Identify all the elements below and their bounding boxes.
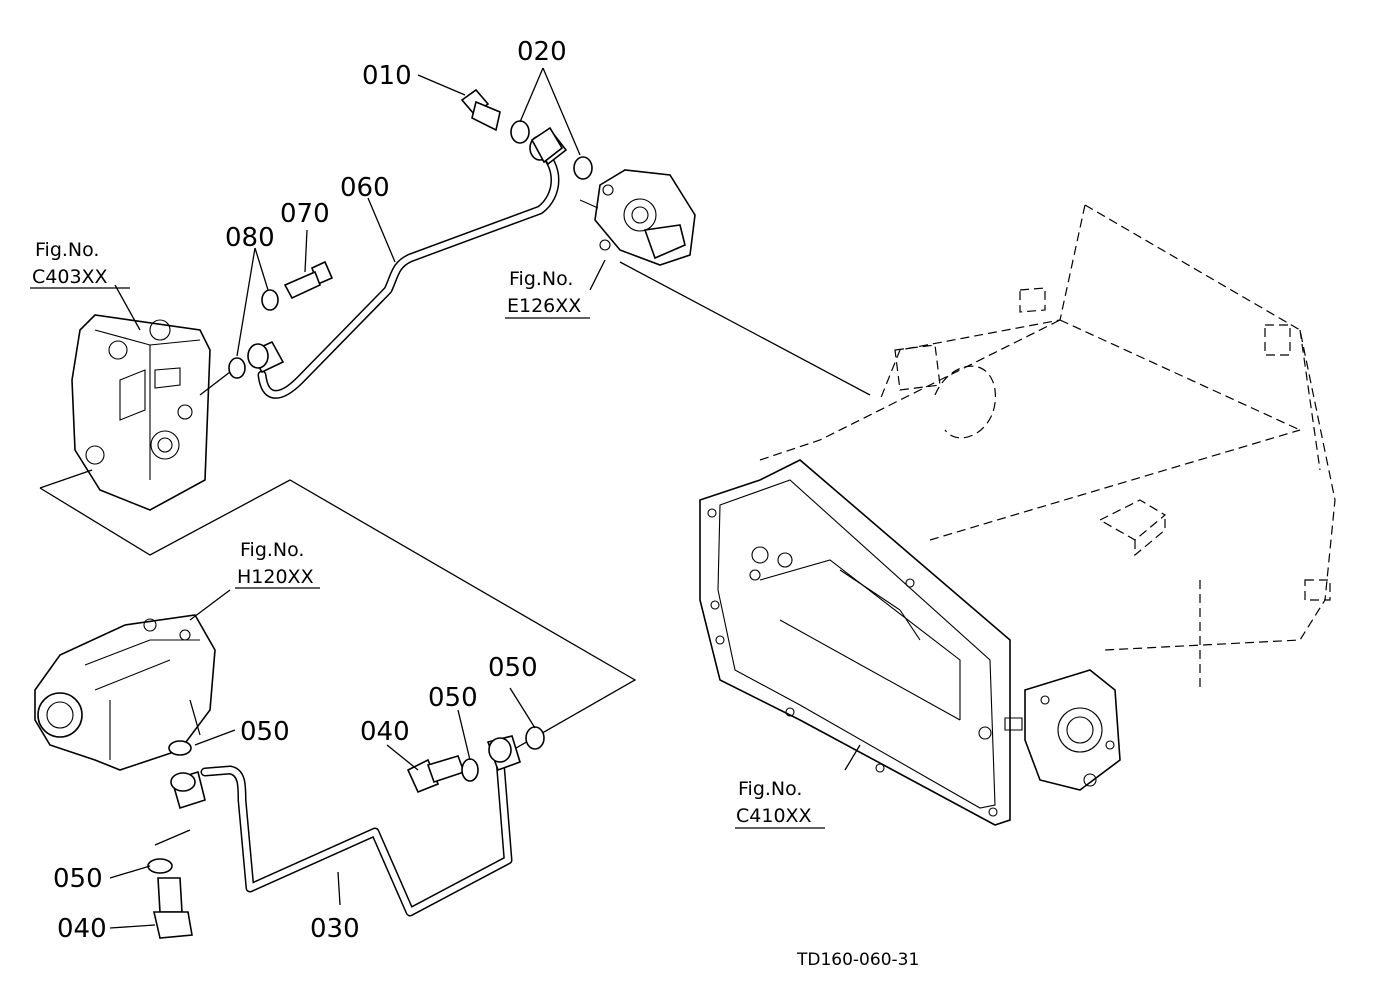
control-valve-icon bbox=[579, 169, 696, 266]
fig-ref-h120-line1: Fig.No. bbox=[240, 539, 304, 561]
transmission-case-icon bbox=[699, 204, 1336, 826]
fig-ref-c403-line2: C403XX bbox=[32, 266, 108, 288]
fig-ref-c410-line2: C410XX bbox=[736, 805, 812, 827]
part-label-030: 030 bbox=[310, 914, 360, 944]
part-label-040-right: 040 bbox=[360, 717, 410, 747]
part-label-050-middle: 050 bbox=[428, 683, 478, 713]
banjo-fitting-icon bbox=[170, 735, 521, 810]
valve-block-icon bbox=[71, 314, 211, 511]
drawing-code: TD160-060-31 bbox=[796, 950, 919, 970]
fig-ref-c410-line1: Fig.No. bbox=[738, 778, 802, 800]
fig-ref-h120-line2: H120XX bbox=[237, 566, 314, 588]
banjo-fitting-icon bbox=[247, 130, 568, 374]
part-label-050-bottom: 050 bbox=[53, 864, 103, 894]
part-label-020: 020 bbox=[517, 37, 567, 67]
hydraulic-pump-icon bbox=[34, 614, 216, 771]
part-label-070: 070 bbox=[280, 199, 330, 229]
part-label-060: 060 bbox=[340, 173, 390, 203]
part-label-050-right: 050 bbox=[488, 653, 538, 683]
leader-lines bbox=[109, 67, 861, 929]
washer-icon bbox=[147, 120, 593, 874]
fig-ref-e126-line2: E126XX bbox=[507, 295, 581, 317]
pipe-060-icon bbox=[257, 145, 560, 399]
fig-ref-e126-line1: Fig.No. bbox=[509, 268, 573, 290]
fig-ref-c403-line1: Fig.No. bbox=[35, 239, 99, 261]
part-label-050-pump: 050 bbox=[240, 717, 290, 747]
pipe-030-icon bbox=[200, 755, 513, 917]
part-label-080: 080 bbox=[225, 223, 275, 253]
part-label-010: 010 bbox=[362, 61, 412, 91]
part-label-040-bottom: 040 bbox=[57, 914, 107, 944]
